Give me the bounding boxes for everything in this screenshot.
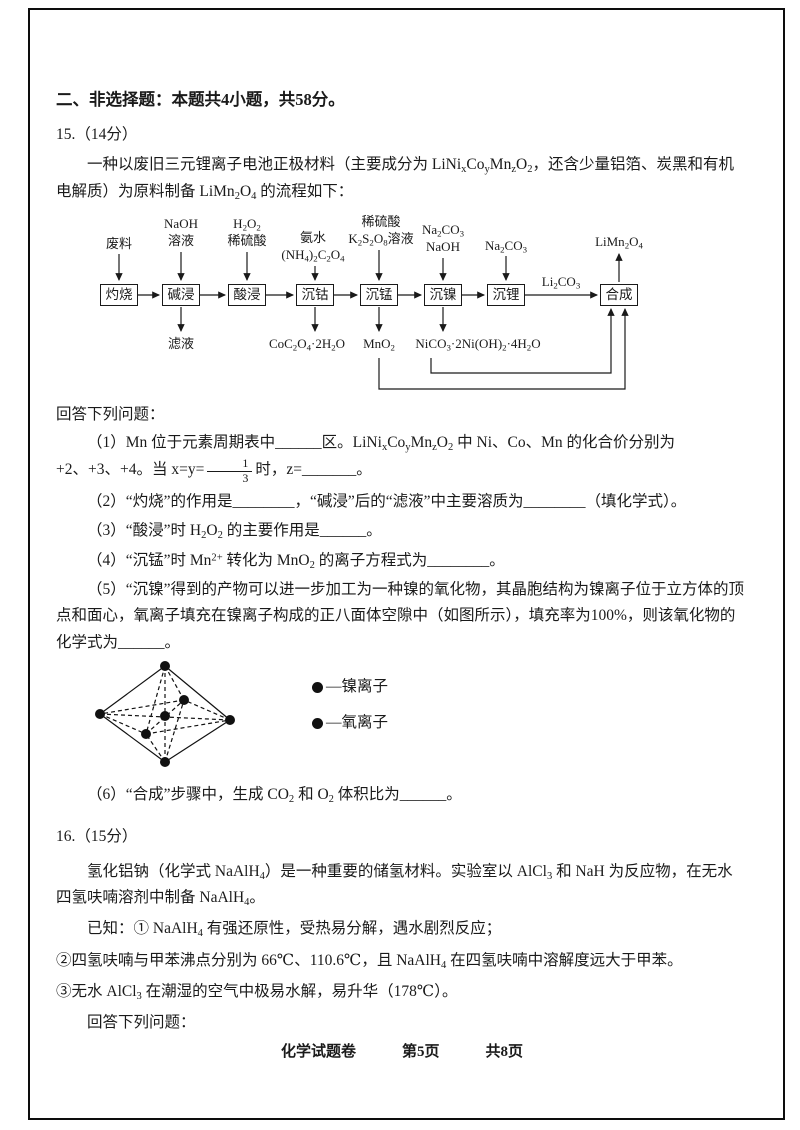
octahedron-diagram <box>95 661 235 768</box>
flow-step-synthesis: 合成 <box>600 284 638 307</box>
question-15-intro: 一种以废旧三元锂离子电池正极材料（主要成分为 LiNixCoyMnzO2，还含少… <box>56 156 734 202</box>
flow-feed-label: 废料 <box>105 236 133 252</box>
fraction-denominator: 3 <box>242 471 249 486</box>
flowchart-arrows <box>115 250 629 390</box>
exam-page-content: 二、非选择题：本题共4小题，共58分。 15.（14分） 一种以废旧三元锂离子电… <box>56 86 748 1039</box>
ion-vertices <box>95 661 235 768</box>
question-16-known-1: 已知：① NaAlH4 有强还原性，受热易分解，遇水剧烈反应； <box>87 920 502 940</box>
figure-legend: —镍离子 —氧离子 <box>312 658 388 747</box>
question-15-number: 15.（14分） <box>56 126 138 144</box>
flow-label-li2co3: Li2CO3 <box>541 274 581 291</box>
flow-product-limn2o4: LiMn2O4 <box>595 234 643 251</box>
legend-nickel-ion: —镍离子 <box>312 674 388 700</box>
flow-input-oxalate: 氨水(NH4)2C2O4 <box>281 230 345 264</box>
question-16-answer-prompt: 回答下列问题： <box>87 1014 196 1032</box>
nickel-ion-label: —镍离子 <box>326 678 389 696</box>
flow-output-nickel-carbonate: NiCO3·2Ni(OH)2·4H2O <box>415 336 541 353</box>
question-15-item-6: （6）“合成”步骤中，生成 CO2 和 O2 体积比为______。 <box>87 786 462 805</box>
oxygen-ion-label: —氧离子 <box>326 714 389 732</box>
question-16-number: 16.（15分） <box>56 828 138 846</box>
oxygen-ion-icon <box>312 718 323 730</box>
question-15-item-1: （1）Mn 位于元素周期表中______区。LiNixCoyMnzO2 中 Ni… <box>56 430 748 486</box>
item-1-text-b: 时，z=_______。 <box>255 460 372 478</box>
footer-total-pages: 共8页 <box>485 1044 524 1060</box>
question-16-intro: 氢化铝钠（化学式 NaAlH4）是一种重要的储氢材料。实验室以 AlCl3 和 … <box>56 862 733 908</box>
footer-page-number: 第5页 <box>401 1044 440 1060</box>
flow-step-co-precip: 沉钴 <box>296 284 334 307</box>
legend-oxygen-ion: —氧离子 <box>312 710 388 736</box>
question-15-answer-prompt: 回答下列问题： <box>56 406 165 424</box>
flow-input-carbonate: Na2CO3 <box>484 238 528 255</box>
question-16: 16.（15分） 氢化铝钠（化学式 NaAlH4）是一种重要的储氢材料。实验室以… <box>56 824 748 1036</box>
crystal-structure-figure: —镍离子 —氧离子 <box>90 658 748 772</box>
flow-step-roast: 灼烧 <box>100 284 138 307</box>
flow-output-mno2: MnO2 <box>363 336 395 353</box>
item-1-text-a: （1）Mn 位于元素周期表中______区。LiNixCoyMnzO2 中 Ni… <box>56 434 676 478</box>
section-header: 二、非选择题：本题共4小题，共58分。 <box>56 90 345 109</box>
question-16-known-2: ②四氢呋喃与甲苯沸点分别为 66℃、110.6℃，且 NaAlH4 在四氢呋喃中… <box>56 951 683 971</box>
question-15-item-5: （5）“沉镍”得到的产物可以进一步加工为一种镍的氧化物，其晶胞结构为镍离子位于立… <box>56 580 745 651</box>
flow-output-cobalt-oxalate: CoC2O4·2H2O <box>268 336 346 353</box>
nickel-ion-icon <box>312 681 323 693</box>
footer-doc-title: 化学试题卷 <box>280 1044 356 1060</box>
question-15-item-4: （4）“沉锰”时 Mn2+ 转化为 MnO2 的离子方程式为________。 <box>87 551 505 571</box>
page-footer: 化学试题卷 第5页 共8页 <box>56 1040 748 1061</box>
flow-step-mn-precip: 沉锰 <box>360 284 398 307</box>
flow-step-acid-leach: 酸浸 <box>228 284 266 307</box>
question-15-item-3: （3）“酸浸”时 H2O2 的主要作用是______。 <box>87 522 382 542</box>
question-15-item-2: （2）“灼烧”的作用是________，“碱浸”后的“滤液”中主要溶质为____… <box>87 492 687 510</box>
flow-step-li-precip: 沉锂 <box>487 284 525 307</box>
flow-output-filtrate: 滤液 <box>167 336 195 352</box>
question-16-known-3: ③无水 AlCl3 在潮湿的空气中极易水解，易升华（178℃）。 <box>56 983 458 1003</box>
fraction-numerator: 1 <box>207 457 253 473</box>
flow-step-ni-precip: 沉镍 <box>424 284 462 307</box>
flow-step-alkali-leach: 碱浸 <box>162 284 200 307</box>
